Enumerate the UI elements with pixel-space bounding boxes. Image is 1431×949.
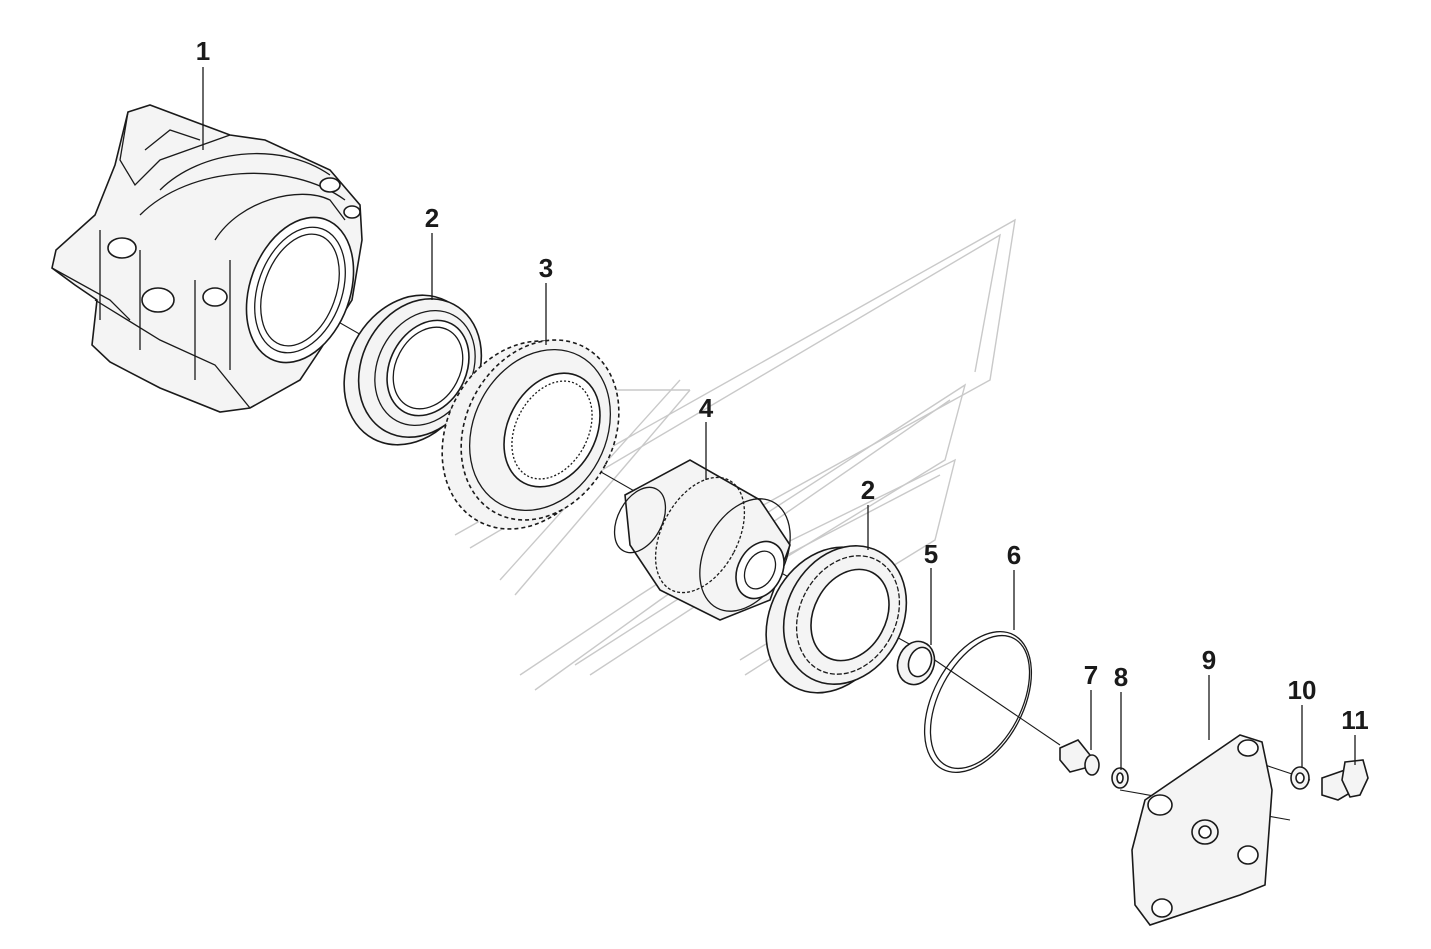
- part-bearing-rear: [765, 545, 908, 694]
- callout-3: 3: [539, 253, 553, 283]
- part-washer-bolt: [1290, 766, 1310, 790]
- callout-2-rear: 2: [861, 475, 875, 505]
- callout-11: 11: [1341, 705, 1369, 735]
- part-shaft-hub: [613, 459, 791, 621]
- part-plug-screw: [1059, 739, 1100, 776]
- part-seal-ring: [896, 640, 936, 686]
- part-washer-small: [1111, 767, 1129, 789]
- part-cover-plate: [1131, 734, 1273, 926]
- callout-6: 6: [1007, 540, 1021, 570]
- callout-1: 1: [196, 36, 210, 66]
- callout-4: 4: [699, 393, 714, 423]
- callout-9: 9: [1202, 645, 1216, 675]
- part-bolt: [1321, 759, 1369, 801]
- leader-lines: [202, 67, 1356, 770]
- callout-5: 5: [924, 539, 938, 569]
- part-helical-gear: [441, 339, 620, 530]
- callout-8: 8: [1114, 662, 1128, 692]
- callout-2-front: 2: [425, 203, 439, 233]
- part-housing: [51, 104, 363, 413]
- callout-7: 7: [1084, 660, 1098, 690]
- callout-10: 10: [1288, 675, 1317, 705]
- part-o-ring: [923, 630, 1033, 774]
